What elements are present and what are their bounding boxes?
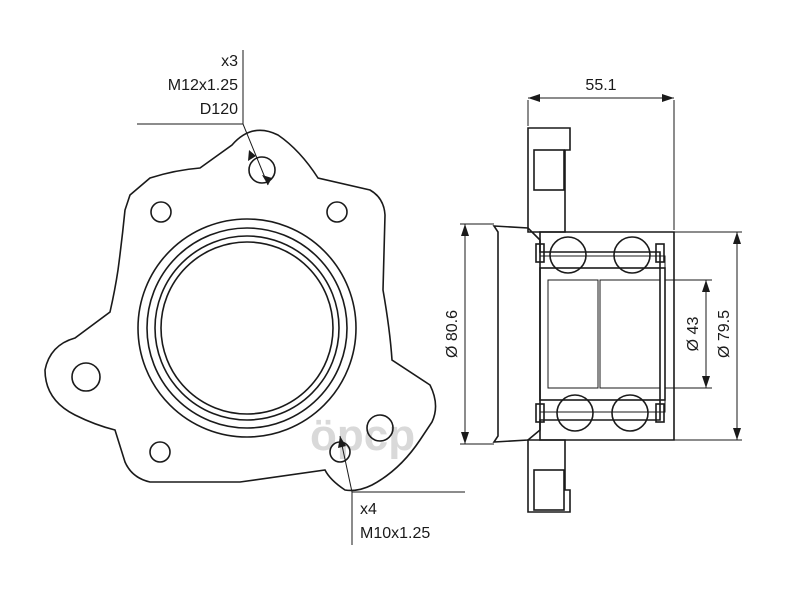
dim-43-arrow-bottom xyxy=(702,376,710,388)
dim-795-arrow-bottom xyxy=(733,428,741,440)
inner-ring-bottom xyxy=(539,399,666,413)
seal-bottom-right xyxy=(655,403,665,423)
dim-806-label: Ø 80.6 xyxy=(444,310,461,358)
flange-outline xyxy=(44,129,437,492)
dim-width-arrow-right xyxy=(662,94,674,102)
bolt-hole xyxy=(150,201,172,223)
section-view: 55.1 Ø 80.6 Ø 43 Ø 79.5 xyxy=(444,77,742,513)
leader-top-arrow-2 xyxy=(248,150,256,161)
outer-race-section xyxy=(539,231,675,441)
leader-top-arrow xyxy=(262,175,272,185)
hub-nose-section xyxy=(492,225,541,443)
front-view: x3 M12x1.25 D120 x4 M10x1.25 xyxy=(44,50,465,545)
hub-outer-ring xyxy=(137,218,357,438)
dim-806-arrow-top xyxy=(461,224,469,236)
dim-width-arrow-left xyxy=(528,94,540,102)
dim-806-arrow-bottom xyxy=(461,432,469,444)
callout-top-qty: x3 xyxy=(221,53,238,70)
inner-ring-left xyxy=(547,279,599,389)
callout-top-thread: M12x1.25 xyxy=(168,77,238,94)
hub-ring-2 xyxy=(146,227,348,429)
dim-795-arrow-top xyxy=(733,232,741,244)
ball-top-left xyxy=(549,236,587,274)
ball-bottom-right xyxy=(611,394,649,432)
hub-bore xyxy=(160,241,334,415)
leader-top xyxy=(242,123,269,186)
leader-bottom-arrow xyxy=(338,436,346,448)
callout-top-pcd: D120 xyxy=(200,101,238,118)
dim-43-arrow-top xyxy=(702,280,710,292)
callout-bottom-qty: x4 xyxy=(360,501,377,518)
dim-width-label: 55.1 xyxy=(585,77,616,94)
dim-43-label: Ø 43 xyxy=(685,317,702,352)
bore-area xyxy=(539,267,666,401)
seal-bottom-left xyxy=(535,403,545,423)
dim-795-label: Ø 79.5 xyxy=(716,310,733,358)
bolt-hole-m12 xyxy=(71,362,101,392)
bolt-hole xyxy=(149,441,171,463)
bolt-bore-top xyxy=(533,149,565,191)
hub-ring-3 xyxy=(154,235,340,421)
flange-section-top xyxy=(527,127,571,233)
watermark: ӧрср xyxy=(310,411,415,460)
bolt-hole-m12 xyxy=(366,414,394,442)
bolt-hole-m12 xyxy=(248,156,276,184)
seal-top-left xyxy=(535,243,545,263)
inner-ring-right xyxy=(599,279,661,389)
ball-bottom-left xyxy=(556,394,594,432)
callout-bottom-thread: M10x1.25 xyxy=(360,525,430,542)
bolt-bore-bottom xyxy=(533,469,565,511)
bolt-hole xyxy=(326,201,348,223)
ball-top-right xyxy=(613,236,651,274)
inner-ring-top xyxy=(539,255,666,269)
seal-top-right xyxy=(655,243,665,263)
